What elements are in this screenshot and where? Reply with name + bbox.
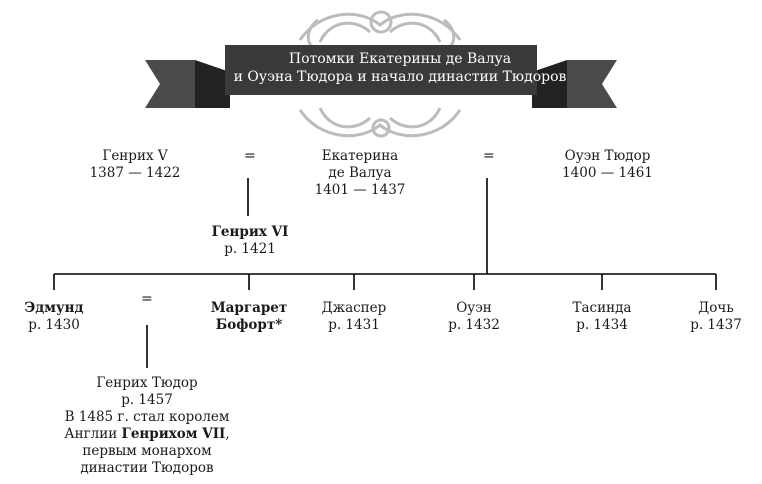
person-dates: р. 1432 <box>448 317 500 333</box>
person-margaret-beaufort: Маргарет Бофорт* <box>190 300 308 334</box>
marriage-symbol-catherine-owen: = <box>483 148 495 164</box>
person-note-line2: Англии Генрихом VII, <box>62 426 232 443</box>
person-name-line2: Бофорт* <box>215 317 283 333</box>
person-name-line1: Екатерина <box>321 148 399 164</box>
marriage-symbol-edmund-margaret: = <box>141 291 153 307</box>
person-name-line1: Маргарет <box>210 300 288 316</box>
note-king-name: Генрихом VII <box>121 426 226 442</box>
person-dates: р. 1430 <box>28 317 80 333</box>
person-name: Генрих V <box>102 148 168 164</box>
person-name: Оуэн <box>456 300 492 316</box>
person-name: Генрих VI <box>211 224 289 240</box>
person-dates: р. 1431 <box>328 317 380 333</box>
note-prefix: Англии <box>64 426 122 442</box>
person-catherine-de-valois: Екатерина де Валуа 1401 — 1437 <box>305 148 415 199</box>
person-note-line1: В 1485 г. стал королем <box>64 409 230 425</box>
decorative-ornament <box>298 10 462 138</box>
person-note-line3: первым монархом <box>82 443 212 459</box>
person-tacinda: Тасинда р. 1434 <box>561 300 643 334</box>
person-name: Генрих Тюдор <box>96 375 198 391</box>
person-name: Дочь <box>698 300 734 316</box>
person-name: Джаспер <box>321 300 387 316</box>
person-henry-v: Генрих V 1387 — 1422 <box>80 148 190 182</box>
person-name: Эдмунд <box>24 300 84 316</box>
person-edmund: Эдмунд р. 1430 <box>14 300 94 334</box>
person-owen: Оуэн р. 1432 <box>434 300 514 334</box>
banner-title: Потомки Екатерины де Валуа и Оуэна Тюдор… <box>230 50 570 86</box>
person-name-line2: де Валуа <box>328 165 392 181</box>
person-henry-vi: Генрих VI р. 1421 <box>195 224 305 258</box>
person-dates: р. 1457 <box>121 392 173 408</box>
person-name: Оуэн Тюдор <box>564 148 651 164</box>
banner-title-line1: Потомки Екатерины де Валуа <box>288 51 512 67</box>
person-jasper: Джаспер р. 1431 <box>314 300 394 334</box>
banner-title-line2: и Оуэна Тюдора и начало династии Тюдоров <box>233 69 567 85</box>
person-daughter: Дочь р. 1437 <box>676 300 756 334</box>
person-name: Тасинда <box>572 300 632 316</box>
person-henry-tudor: Генрих Тюдор р. 1457 В 1485 г. стал коро… <box>62 375 232 477</box>
person-dates: р. 1437 <box>690 317 742 333</box>
person-dates: 1400 — 1461 <box>562 165 653 181</box>
person-dates: р. 1421 <box>224 241 276 257</box>
person-dates: 1387 — 1422 <box>89 165 181 181</box>
person-dates: 1401 — 1437 <box>314 182 406 198</box>
person-owen-tudor: Оуэн Тюдор 1400 — 1461 <box>550 148 665 182</box>
banner-ribbon <box>145 45 617 108</box>
person-dates: р. 1434 <box>576 317 628 333</box>
person-note-line4: династии Тюдоров <box>80 460 214 476</box>
marriage-symbol-henry5-catherine: = <box>244 148 256 164</box>
connector-lines <box>53 178 717 368</box>
note-suffix: , <box>225 426 230 442</box>
